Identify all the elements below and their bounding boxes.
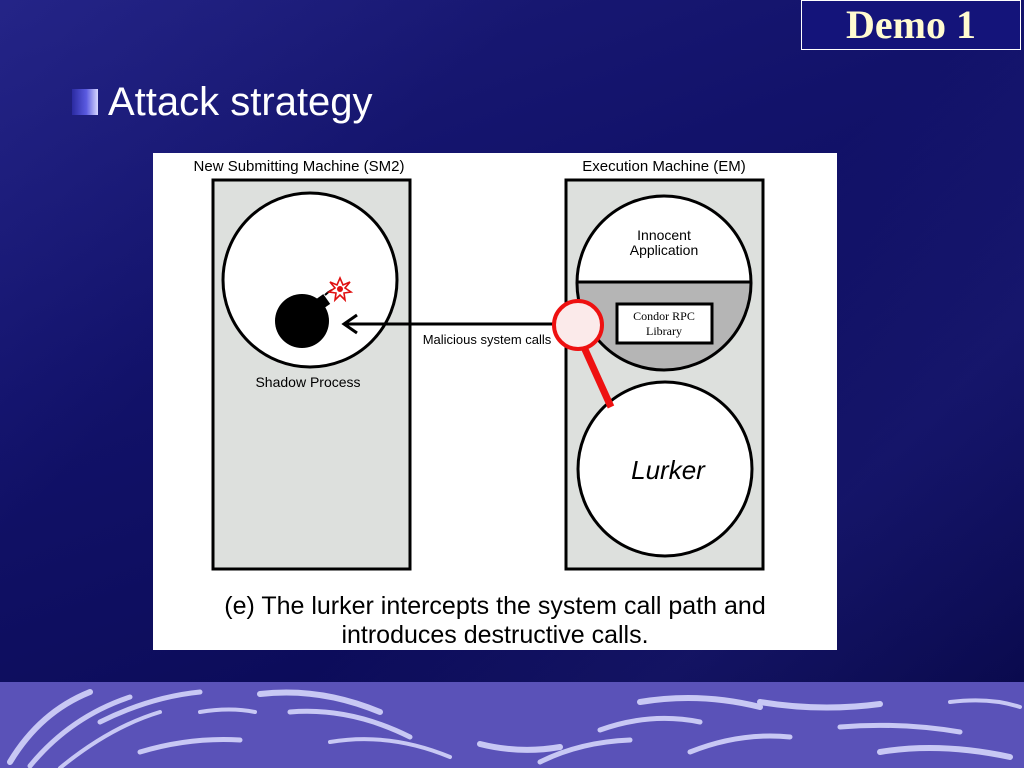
caption-line2: introduces destructive calls.	[341, 621, 648, 649]
malicious-calls-label: Malicious system calls	[423, 332, 552, 347]
lurker-circle	[576, 380, 754, 558]
arrow-head	[341, 313, 358, 335]
square-bullet-icon	[72, 89, 98, 115]
demo-tag-text: Demo 1	[846, 2, 976, 47]
innocent-label-line2: Application	[630, 242, 699, 258]
condor-rpc-library-box	[615, 302, 714, 345]
spark-icon	[326, 275, 354, 303]
bullet-text: Attack strategy	[108, 80, 373, 124]
right-machine-label: Execution Machine (EM)	[582, 158, 745, 175]
rpc-label-line2: Library	[646, 324, 682, 338]
lurker-label: Lurker	[631, 455, 706, 485]
left-machine-label: New Submitting Machine (SM2)	[194, 158, 405, 175]
decorative-wave-band	[0, 682, 1024, 768]
shadow-process-label: Shadow Process	[255, 374, 360, 390]
bullet-item: Attack strategy	[72, 82, 373, 122]
rpc-label-line1: Condor RPC	[633, 309, 695, 323]
magnifier-probe-icon	[552, 299, 615, 409]
caption-line1: (e) The lurker intercepts the system cal…	[224, 592, 765, 620]
attack-diagram: New Submitting Machine (SM2) Shadow Proc…	[153, 153, 837, 650]
innocent-outline	[575, 194, 753, 372]
innocent-label-line1: Innocent	[637, 227, 691, 243]
demo-tag: Demo 1	[801, 0, 1021, 50]
